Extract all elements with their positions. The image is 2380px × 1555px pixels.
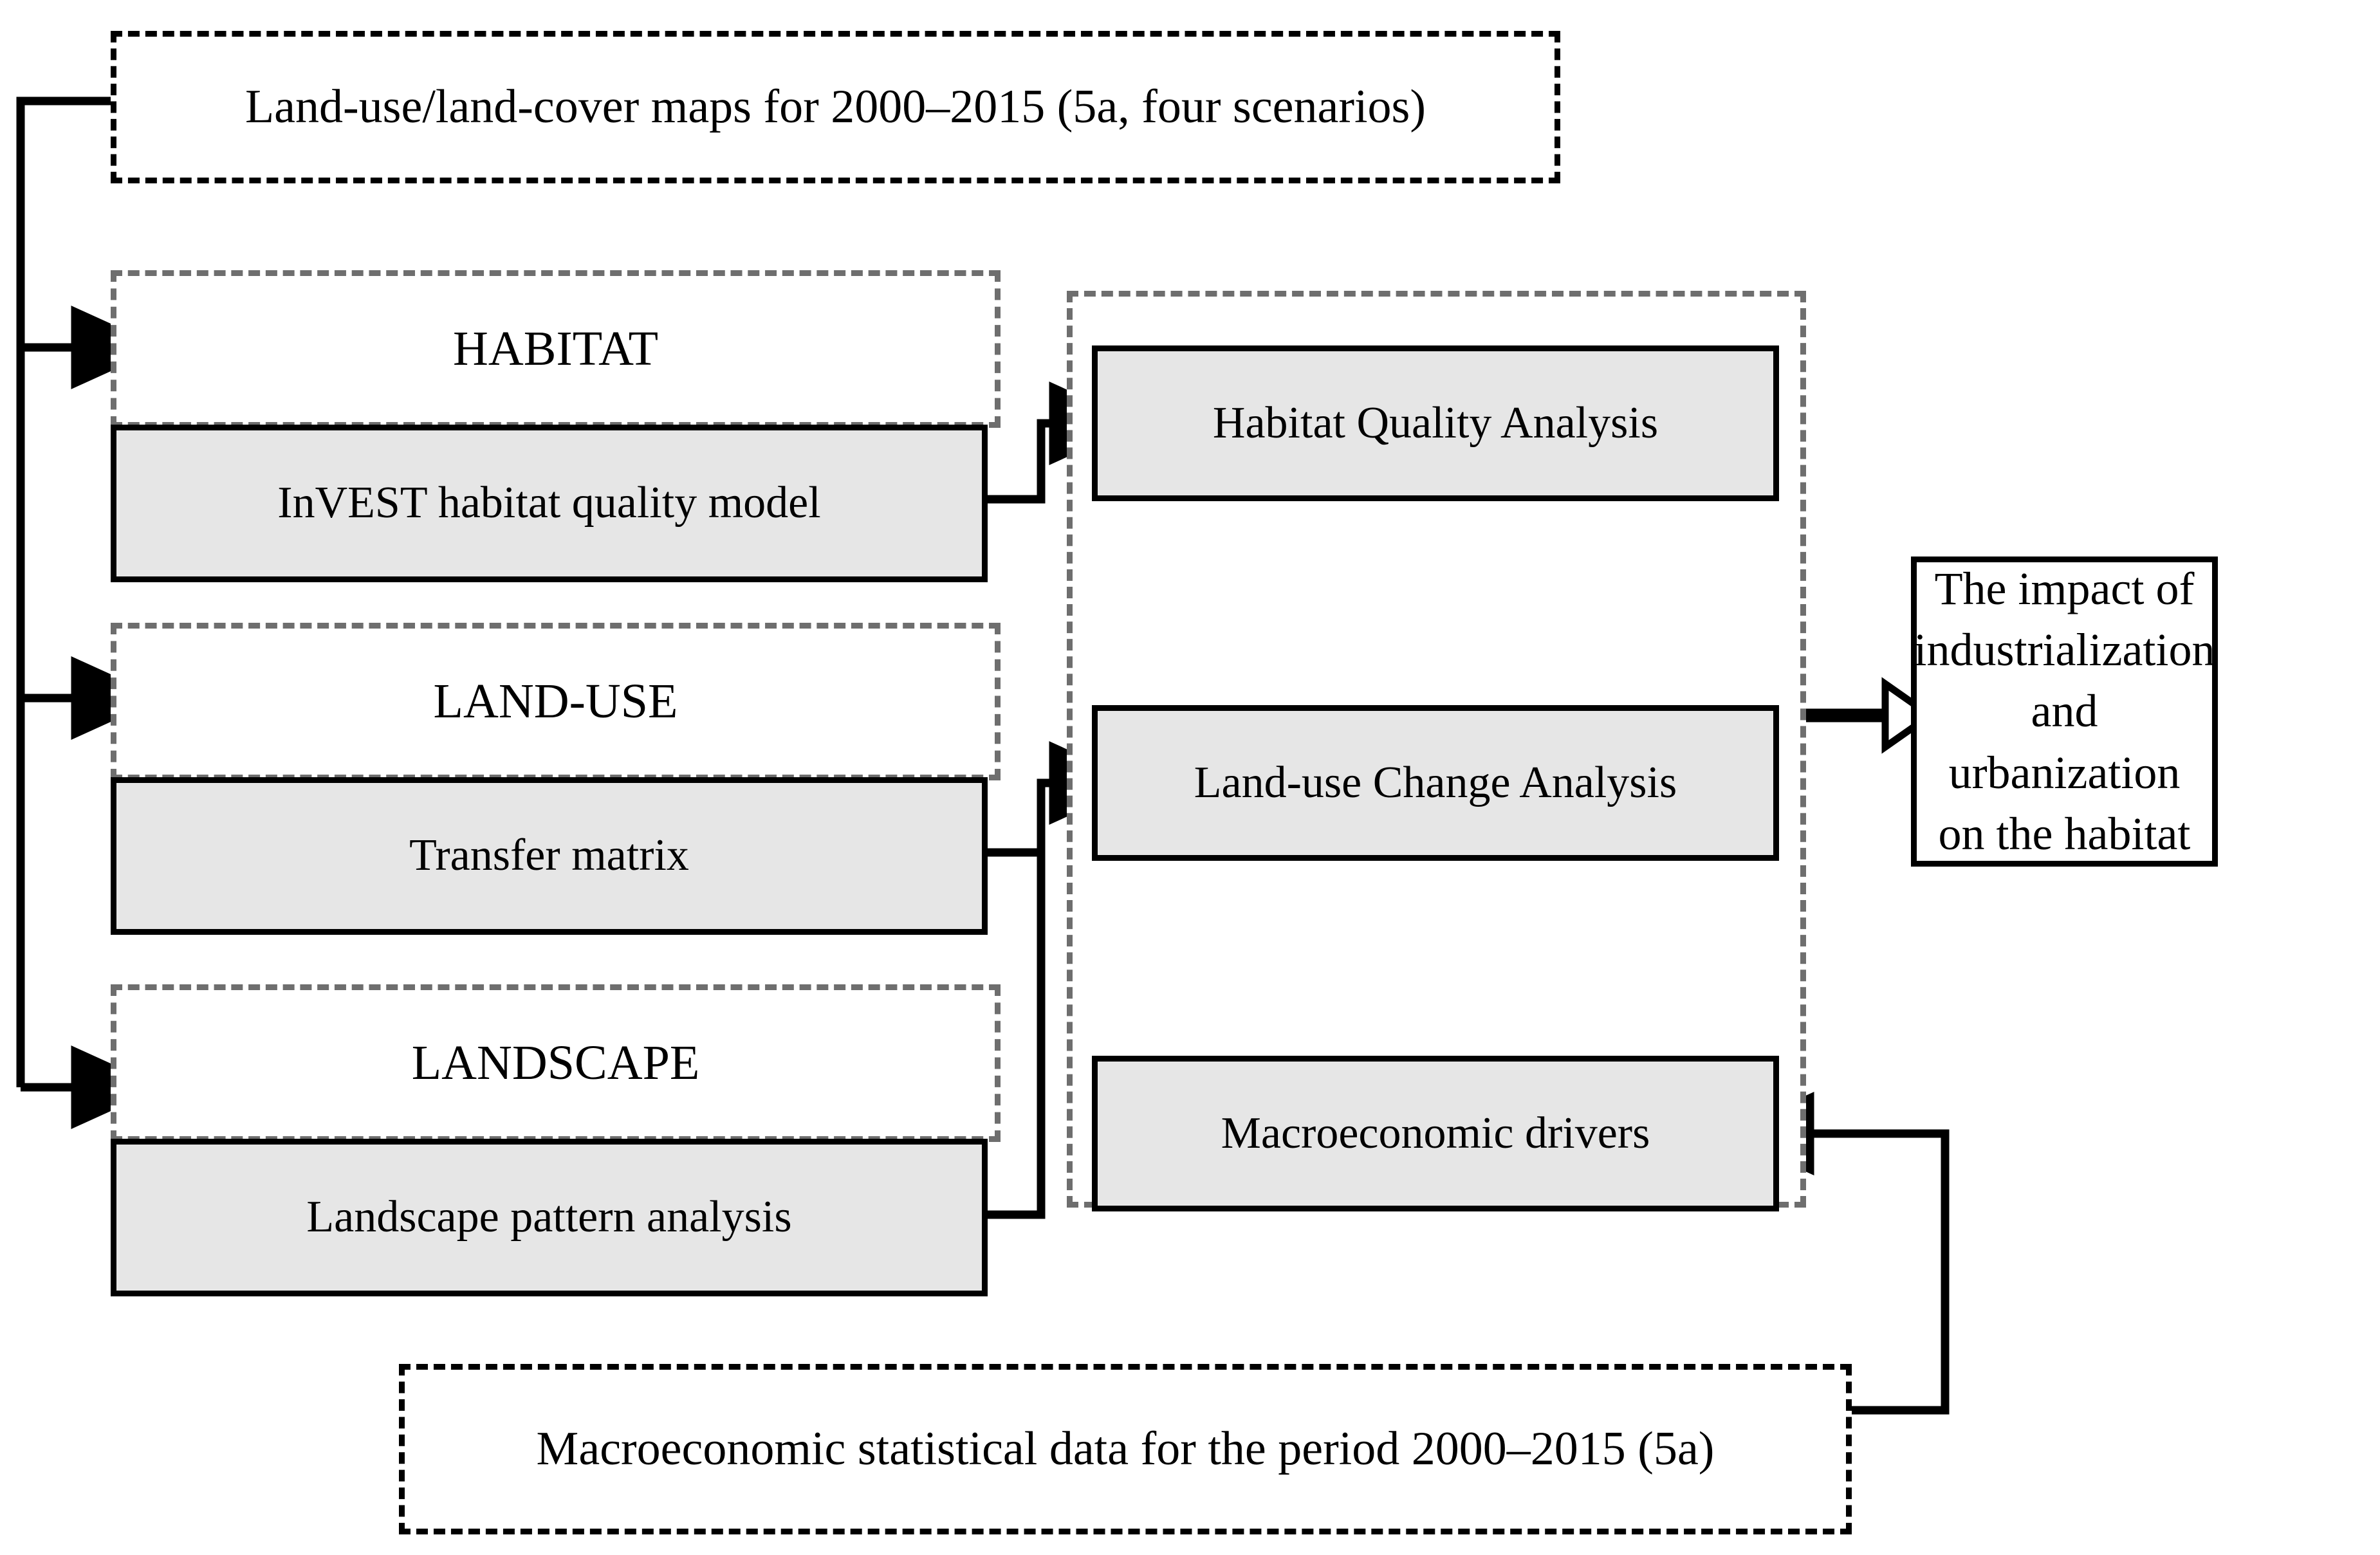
landscape-to-landuse-change-connector <box>988 783 1046 1219</box>
outcome-line-2: industrialization <box>1914 624 2215 676</box>
outcome-line-4: on the habitat <box>1938 807 2191 860</box>
method-group-land-use[interactable]: LAND-USE <box>111 623 1001 780</box>
method-group-landscape-label: LANDSCAPE <box>411 1036 700 1090</box>
macrodata-to-macrodrivers-connector <box>1722 1092 1950 1415</box>
transfer-matrix-to-landuse-change-connector <box>988 741 1141 857</box>
method-box-invest-habitat-quality-model[interactable]: InVEST habitat quality model <box>111 425 988 582</box>
method-group-landscape[interactable]: LANDSCAPE <box>111 984 1001 1142</box>
analysis-box-land-use-change[interactable]: Land-use Change Analysis <box>1092 705 1779 861</box>
method-box-landscape-pattern-analysis-label: Landscape pattern analysis <box>306 1192 792 1242</box>
source-box-lulc-maps[interactable]: Land-use/land-cover maps for 2000–2015 (… <box>111 31 1560 183</box>
method-box-transfer-matrix-label: Transfer matrix <box>409 831 689 881</box>
analysis-to-impact-block-arrow <box>1802 677 1937 754</box>
analysis-box-habitat-quality[interactable]: Habitat Quality Analysis <box>1092 345 1779 501</box>
method-box-landscape-pattern-analysis[interactable]: Landscape pattern analysis <box>111 1139 988 1296</box>
analysis-box-macroeconomic-drivers-label: Macroeconomic drivers <box>1221 1108 1650 1158</box>
analysis-box-macroeconomic-drivers[interactable]: Macroeconomic drivers <box>1092 1056 1779 1211</box>
method-group-habitat-label: HABITAT <box>453 322 658 376</box>
method-box-invest-habitat-quality-model-label: InVEST habitat quality model <box>277 478 821 528</box>
analysis-box-habitat-quality-label: Habitat Quality Analysis <box>1212 398 1659 448</box>
method-group-habitat[interactable]: HABITAT <box>111 270 1001 428</box>
method-box-transfer-matrix[interactable]: Transfer matrix <box>111 777 988 935</box>
source-box-macroeconomic-data[interactable]: Macroeconomic statistical data for the p… <box>399 1364 1852 1534</box>
source-box-lulc-maps-label: Land-use/land-cover maps for 2000–2015 (… <box>244 80 1426 133</box>
invest-to-habitat-quality-connector <box>988 382 1141 504</box>
outcome-line-3: and urbanization <box>1948 685 2181 798</box>
outcome-line-1: The impact of <box>1934 563 2195 615</box>
method-group-land-use-label: LAND-USE <box>433 674 678 729</box>
source-to-methods-connector <box>16 97 163 1129</box>
outcome-box-impact[interactable]: The impact of industrialization and urba… <box>1911 557 2218 867</box>
source-box-macroeconomic-data-label: Macroeconomic statistical data for the p… <box>536 1422 1715 1475</box>
analysis-box-land-use-change-label: Land-use Change Analysis <box>1194 757 1677 807</box>
